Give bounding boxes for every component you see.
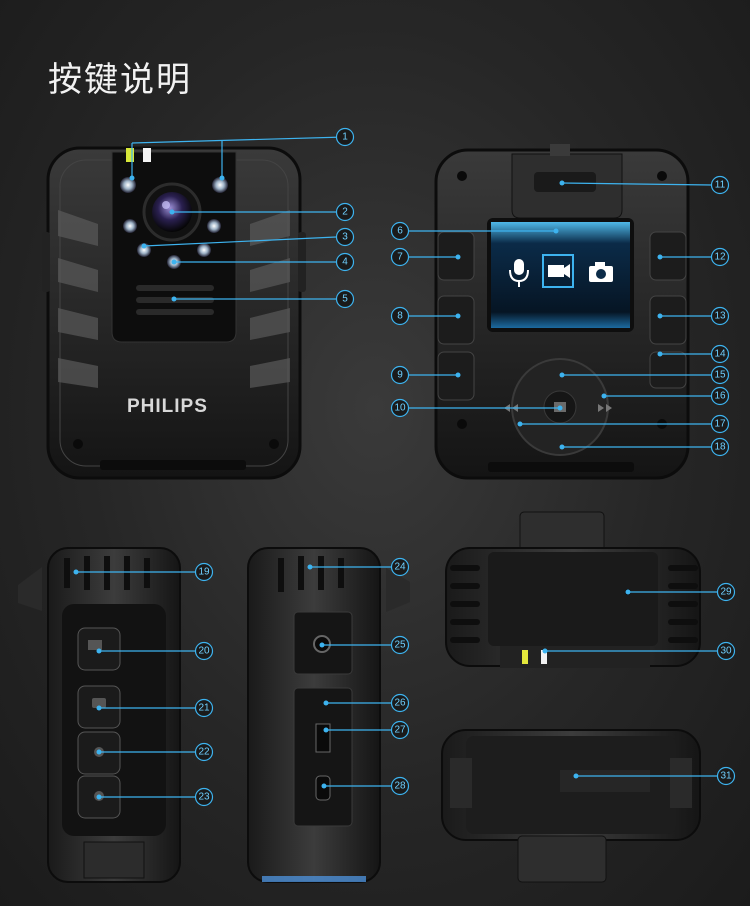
- callout-28: 28: [390, 776, 410, 796]
- callout-1: 1: [335, 127, 355, 147]
- callout-15: 15: [710, 365, 730, 385]
- callout-10: 10: [390, 398, 410, 418]
- svg-text:8: 8: [397, 311, 403, 322]
- camera-back-view: [434, 144, 690, 480]
- svg-text:28: 28: [394, 781, 406, 792]
- callout-12: 12: [710, 247, 730, 267]
- callout-17: 17: [710, 414, 730, 434]
- microphone-icon: [509, 259, 529, 287]
- svg-text:29: 29: [720, 587, 732, 598]
- callout-13: 13: [710, 306, 730, 326]
- callout-6: 6: [390, 221, 410, 241]
- svg-text:2: 2: [342, 207, 348, 218]
- camera-left-side-view: [18, 547, 181, 883]
- callout-24: 24: [390, 557, 410, 577]
- callout-25: 25: [390, 635, 410, 655]
- callout-22: 22: [194, 742, 214, 762]
- svg-text:30: 30: [720, 646, 732, 657]
- svg-text:15: 15: [714, 370, 726, 381]
- svg-text:9: 9: [397, 370, 403, 381]
- svg-text:13: 13: [714, 311, 726, 322]
- callout-14: 14: [710, 344, 730, 364]
- callouts: 1 2 3 4 5 6 7 8 9 10 11 12 13: [73, 127, 736, 807]
- callout-9: 9: [390, 365, 410, 385]
- callout-30: 30: [716, 641, 736, 661]
- callout-21: 21: [194, 698, 214, 718]
- callout-31: 31: [716, 766, 736, 786]
- svg-text:31: 31: [720, 771, 732, 782]
- svg-text:11: 11: [715, 180, 726, 191]
- callout-4: 4: [335, 252, 355, 272]
- callout-29: 29: [716, 582, 736, 602]
- svg-text:16: 16: [714, 391, 726, 402]
- callout-8: 8: [390, 306, 410, 326]
- brand-logo: PHILIPS: [127, 396, 208, 417]
- camera-top-view: [445, 511, 701, 668]
- callout-19: 19: [194, 562, 214, 582]
- svg-text:12: 12: [714, 252, 726, 263]
- callout-7: 7: [390, 247, 410, 267]
- svg-text:26: 26: [394, 698, 406, 709]
- camera-front-view: PHILIPS: [42, 146, 306, 480]
- svg-text:10: 10: [394, 403, 406, 414]
- callout-26: 26: [390, 693, 410, 713]
- callout-20: 20: [194, 641, 214, 661]
- callout-23: 23: [194, 787, 214, 807]
- callout-5: 5: [335, 289, 355, 309]
- svg-text:21: 21: [198, 703, 210, 714]
- camera-bottom-view: [441, 729, 701, 883]
- svg-text:17: 17: [714, 419, 726, 430]
- svg-text:5: 5: [342, 294, 348, 305]
- svg-text:20: 20: [198, 646, 210, 657]
- callout-27: 27: [390, 720, 410, 740]
- svg-text:14: 14: [714, 349, 726, 360]
- svg-text:6: 6: [397, 226, 403, 237]
- callout-18: 18: [710, 437, 730, 457]
- svg-text:4: 4: [342, 257, 348, 268]
- svg-text:25: 25: [394, 640, 406, 651]
- callout-3: 3: [335, 227, 355, 247]
- video-camera-icon: [542, 254, 574, 288]
- svg-text:7: 7: [397, 252, 403, 263]
- callout-11: 11: [710, 175, 730, 195]
- svg-text:23: 23: [198, 792, 210, 803]
- camera-icon: [589, 262, 613, 282]
- svg-text:27: 27: [394, 725, 406, 736]
- callout-2: 2: [335, 202, 355, 222]
- svg-text:24: 24: [394, 562, 406, 573]
- page-title: 按键说明: [48, 60, 192, 100]
- svg-text:1: 1: [342, 132, 348, 143]
- svg-text:18: 18: [714, 442, 726, 453]
- svg-text:19: 19: [198, 567, 210, 578]
- camera-right-side-view: [247, 547, 410, 883]
- callout-16: 16: [710, 386, 730, 406]
- svg-text:22: 22: [198, 747, 210, 758]
- svg-text:3: 3: [342, 232, 348, 243]
